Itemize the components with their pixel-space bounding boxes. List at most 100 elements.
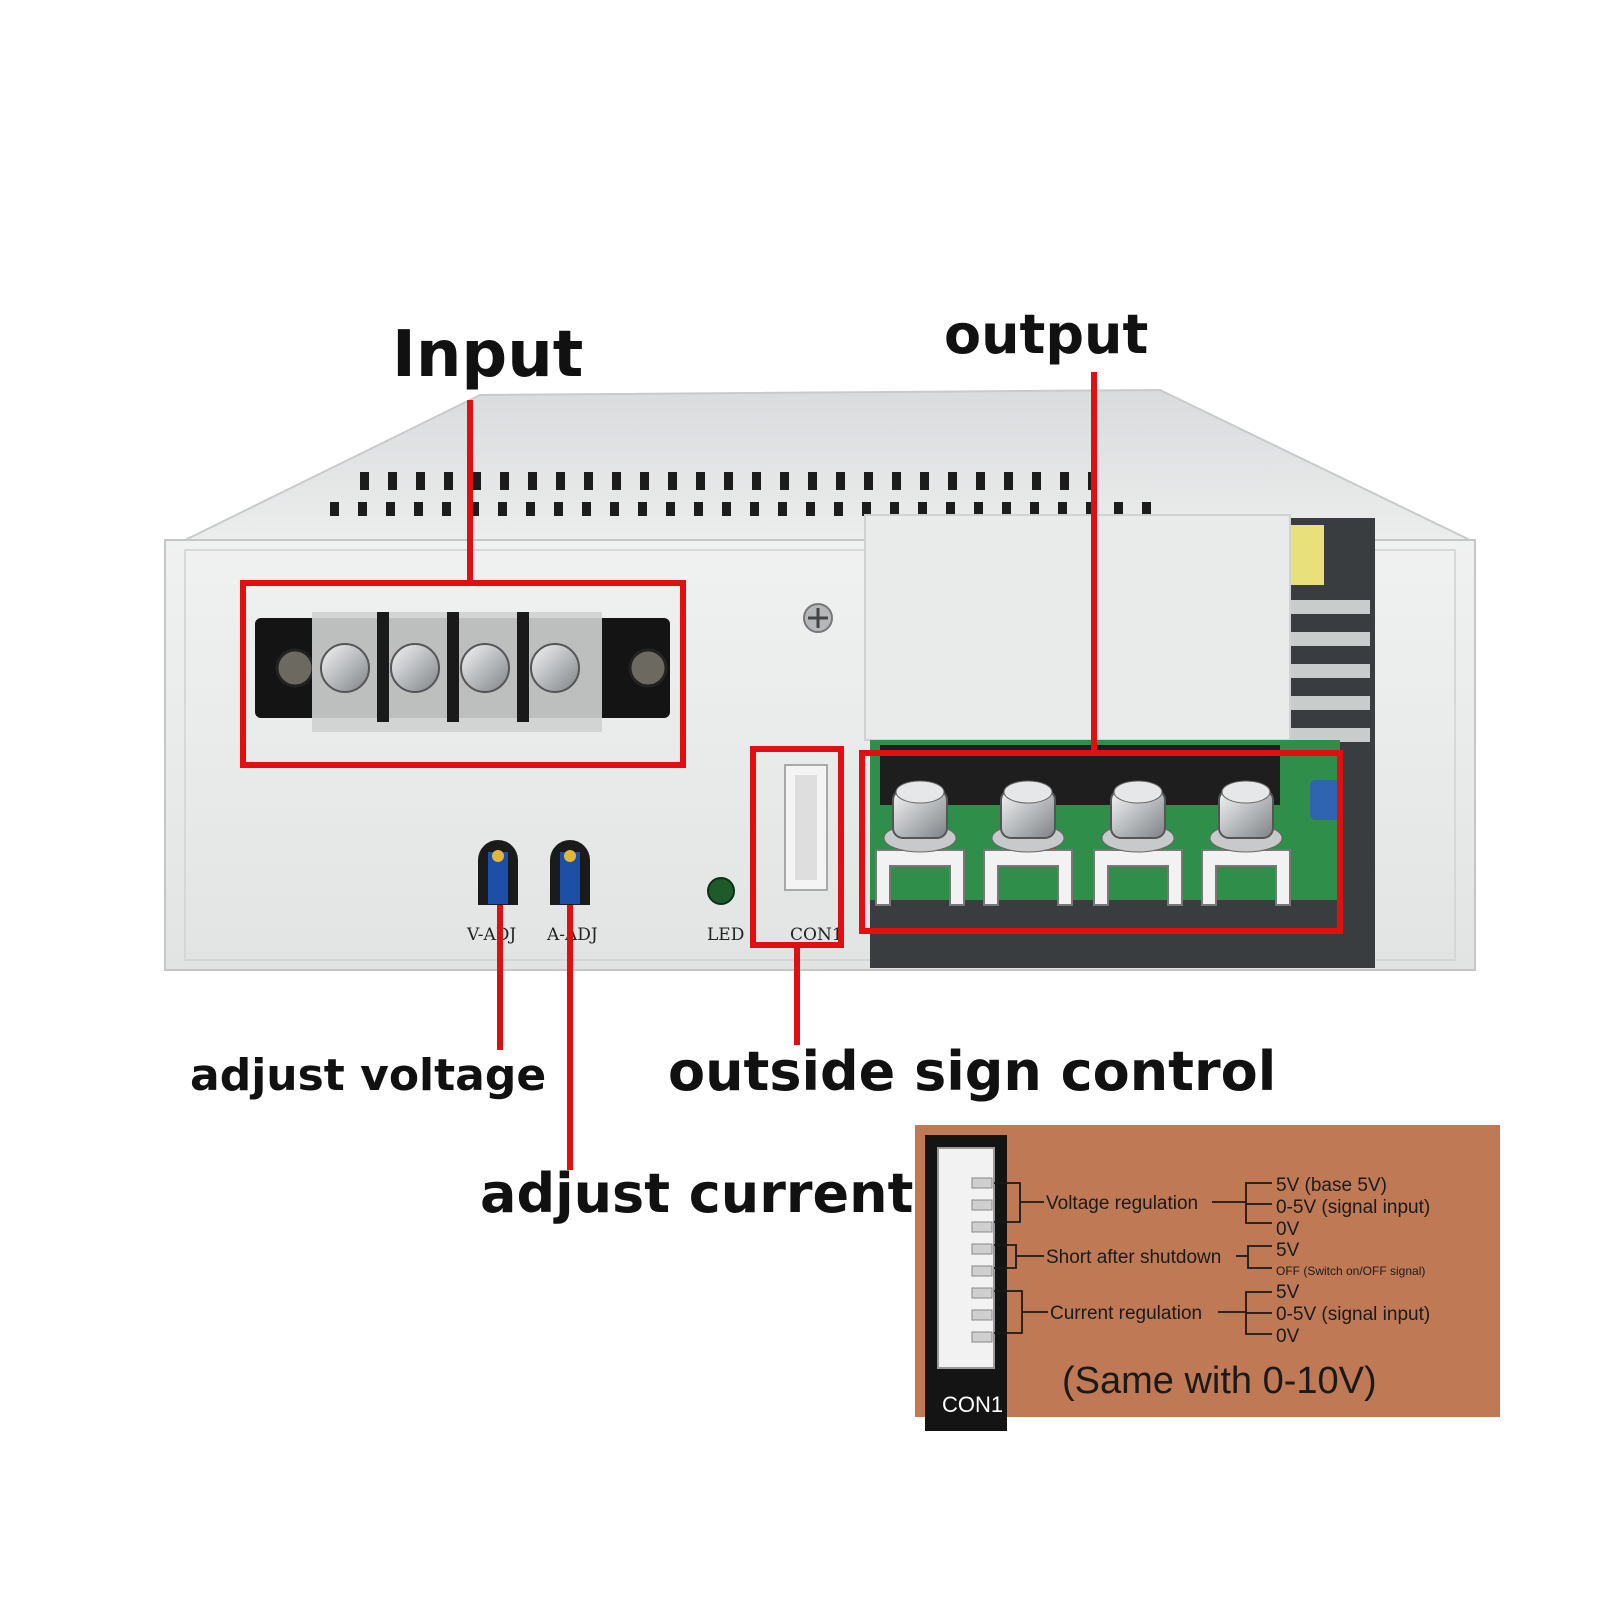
pin-label-current-0v: 0V [1276, 1326, 1300, 1347]
vent-slot [526, 502, 535, 516]
vent-slot [414, 502, 423, 516]
con1-panel-label: CON1 [790, 925, 843, 945]
inset-connector-pin [971, 1243, 993, 1255]
inset-note: (Same with 0-10V) [1062, 1360, 1377, 1402]
inset-bracket-lines [994, 1182, 1272, 1335]
vent-slot [834, 502, 843, 516]
pin-label-5v-base: 5V (base 5V) [1276, 1175, 1387, 1196]
vent-slot [330, 502, 339, 516]
vent-slot [752, 472, 761, 490]
vent-slot [918, 502, 927, 516]
inset-connector-pin [971, 1221, 993, 1233]
vent-slot [472, 472, 481, 490]
adjust-voltage-callout: adjust voltage [190, 1050, 547, 1101]
vent-slot [750, 502, 759, 516]
vent-slot [638, 502, 647, 516]
vent-slot [668, 472, 677, 490]
group-name-short-after-shutdown: Short after shutdown [1046, 1247, 1221, 1268]
vent-slot [1004, 472, 1013, 490]
vent-slot [610, 502, 619, 516]
v-adj-potentiometer [478, 840, 518, 905]
output-callout: output [944, 303, 1149, 366]
output-terminal [983, 780, 1073, 906]
inset-con1-label: CON1 [942, 1392, 1003, 1417]
led-indicator [707, 877, 735, 905]
con1-pinout-inset: CON1 Voltage regulation Short after shut… [915, 1125, 1500, 1431]
vent-slot [556, 472, 565, 490]
inset-connector-pin [971, 1265, 993, 1277]
inset-connector-pin [971, 1331, 993, 1343]
output-terminal [875, 780, 965, 906]
vent-slot [864, 472, 873, 490]
vent-slot [722, 502, 731, 516]
output-terminals [875, 780, 1291, 906]
vent-slot [1032, 472, 1041, 490]
pin-label-voltage-0v: 0V [1276, 1219, 1300, 1240]
input-callout: Input [392, 318, 584, 392]
con1-connector [784, 764, 828, 891]
v-adj-label: V-ADJ [466, 925, 516, 945]
highlight-annotations [240, 372, 1343, 1170]
vent-slot [666, 502, 675, 516]
vent-slot [948, 472, 957, 490]
panel-screw [803, 603, 833, 633]
vent-slot [892, 472, 901, 490]
pin-label-current-signal: 0-5V (signal input) [1276, 1304, 1430, 1325]
vent-slot [416, 472, 425, 490]
vent-slot [444, 472, 453, 490]
vent-slot [806, 502, 815, 516]
vent-slot [386, 502, 395, 516]
vent-slot [974, 502, 983, 516]
vent-slot [1142, 502, 1151, 516]
vent-slot [1002, 502, 1011, 516]
internal-bracket [864, 514, 1291, 741]
vent-slot [1058, 502, 1067, 516]
vent-slot [554, 502, 563, 516]
vent-slots [330, 472, 1151, 516]
vent-slot [498, 502, 507, 516]
pin-label-voltage-signal: 0-5V (signal input) [1276, 1197, 1430, 1218]
vent-slot [1030, 502, 1039, 516]
pin-label-short-5v: 5V [1276, 1240, 1300, 1261]
output-terminal [1093, 780, 1183, 906]
outside-sign-control-callout: outside sign control [668, 1040, 1277, 1103]
vent-slot [528, 472, 537, 490]
group-name-current-regulation: Current regulation [1050, 1303, 1202, 1324]
vent-slot [358, 502, 367, 516]
output-terminal [1201, 780, 1291, 906]
yellow-component [1290, 525, 1324, 585]
vent-slot [862, 502, 871, 516]
input-highlight-box [240, 580, 686, 768]
output-highlight-box [859, 750, 1343, 934]
vent-slot [920, 472, 929, 490]
vent-slot [836, 472, 845, 490]
vent-slot [442, 502, 451, 516]
vent-slot [976, 472, 985, 490]
vent-slot [582, 502, 591, 516]
adjust-current-callout: adjust current [480, 1162, 914, 1225]
vent-slot [640, 472, 649, 490]
inset-background [915, 1125, 1500, 1417]
vent-slot [890, 502, 899, 516]
led-label: LED [707, 925, 744, 945]
a-adj-potentiometer [550, 840, 590, 905]
vent-slot [1114, 502, 1123, 516]
vent-slot [780, 472, 789, 490]
vent-slot [470, 502, 479, 516]
inset-connector-pin [971, 1199, 993, 1211]
input-terminal-block [255, 612, 670, 732]
vent-slot [724, 472, 733, 490]
inset-connector-pin [971, 1177, 993, 1189]
inset-connector-pin [971, 1309, 993, 1321]
vent-slot [1060, 472, 1069, 490]
pin-label-off-signal: OFF (Switch on/OFF signal) [1276, 1264, 1425, 1278]
inset-connector-pin [971, 1287, 993, 1299]
pin-label-current-5v: 5V [1276, 1282, 1300, 1303]
vent-slot [612, 472, 621, 490]
vent-slot [388, 472, 397, 490]
group-name-voltage-regulation: Voltage regulation [1046, 1193, 1198, 1214]
vent-slot [360, 472, 369, 490]
vent-slot [946, 502, 955, 516]
